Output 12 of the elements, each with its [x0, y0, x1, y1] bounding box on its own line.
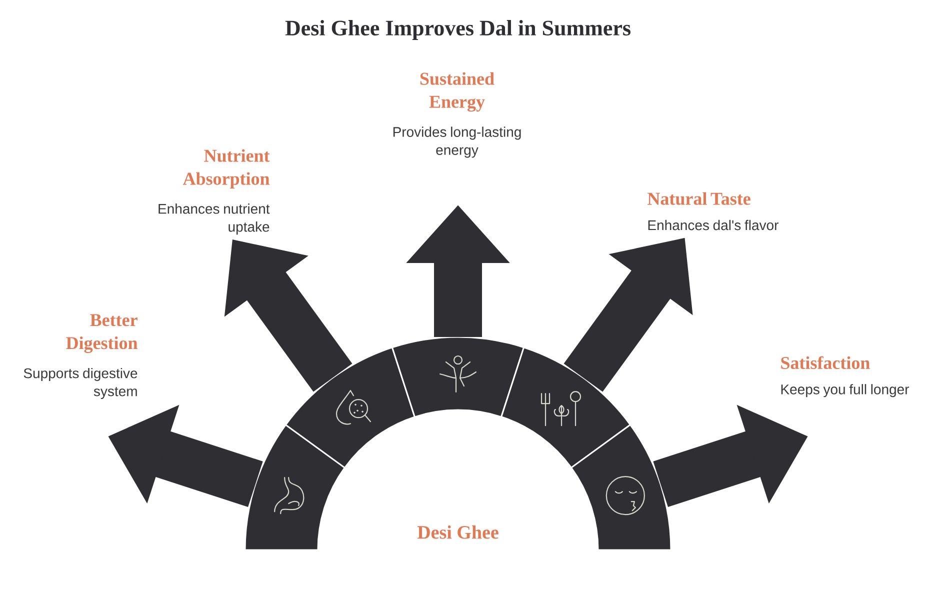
benefit-description: Provides long-lasting energy: [393, 126, 521, 158]
benefit-heading: Nutrient Absorption: [182, 149, 270, 189]
benefit-description: Keeps you full longer: [781, 384, 910, 398]
title: Desi Ghee Improves Dal in Summers: [285, 20, 630, 40]
benefit-heading: Sustained Energy: [420, 72, 494, 112]
benefit-heading: Better Digestion: [66, 314, 138, 353]
benefit-description: Supports digestive system: [24, 368, 138, 399]
benefit-description: Enhances nutrient uptake: [158, 204, 270, 235]
benefit-heading: Natural Taste: [648, 192, 750, 205]
benefit-heading: Satisfaction: [781, 356, 870, 370]
benefit-description: Enhances dal's flavor: [648, 220, 778, 230]
hub-label: Desi Ghee: [417, 525, 498, 539]
